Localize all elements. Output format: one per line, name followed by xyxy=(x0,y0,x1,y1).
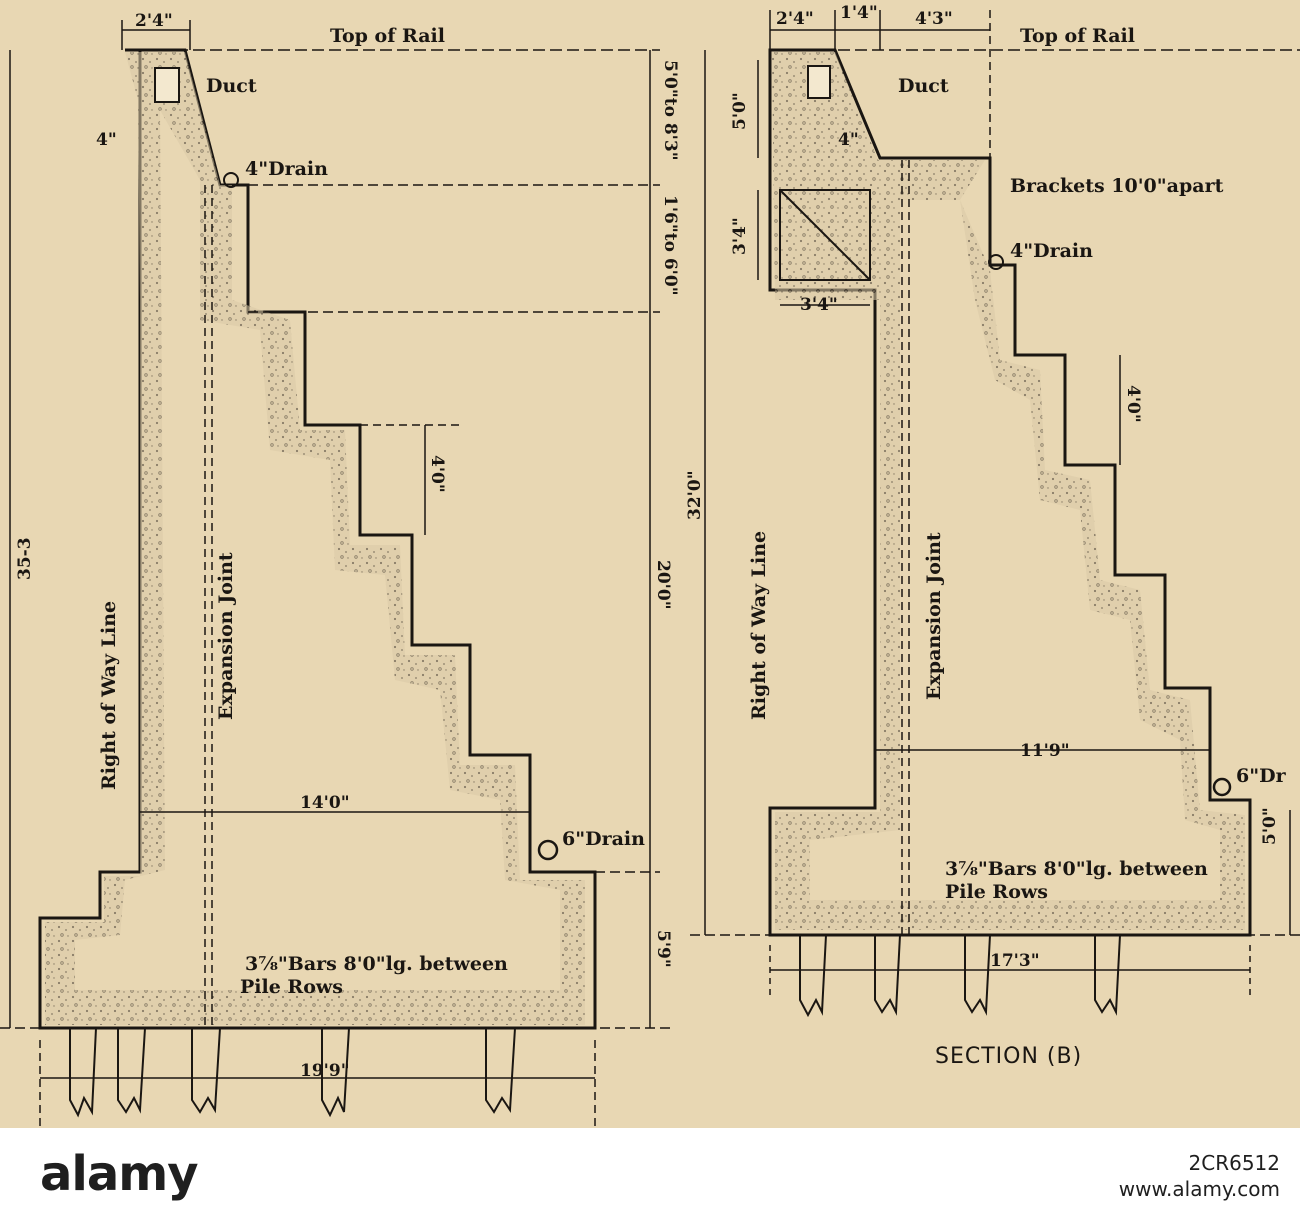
section-b-brackets: Brackets 10'0"apart xyxy=(1010,175,1224,197)
section-b-height-total: 32'0" xyxy=(685,470,705,520)
section-b-drain-small-label: 4"Drain xyxy=(1010,240,1093,262)
section-b-batter: 4" xyxy=(838,130,859,150)
section-a-batter: 4" xyxy=(96,130,117,150)
section-a-duct-label: Duct xyxy=(206,75,257,97)
section-a: 2'4" Top of Rail Duct 4" 4"Drain 5'0"to … xyxy=(0,11,680,1128)
section-b-duct-label: Duct xyxy=(898,75,949,97)
section-a-duct-box xyxy=(154,67,180,103)
section-b-dim-footing: 5'0" xyxy=(1260,807,1280,845)
section-b-top-width-1: 2'4" xyxy=(776,9,814,29)
watermark-bar xyxy=(0,1128,1300,1219)
section-b-drain-small xyxy=(988,254,1004,270)
section-a-pile-rows: Pile Rows xyxy=(240,976,343,998)
section-a-wall-outline xyxy=(38,48,597,1030)
section-b-piles xyxy=(799,934,1121,1018)
section-a-drain-small-label: 4"Drain xyxy=(245,158,328,180)
section-a-drain-large-label: 6"Drain xyxy=(562,828,645,850)
watermark-info: 2CR6512 www.alamy.com xyxy=(1119,1150,1280,1202)
section-b-right-of-way: Right of Way Line xyxy=(748,531,770,720)
section-a-dim-mid: 1'6"to 6'0" xyxy=(660,195,680,296)
section-a-dim-lower: 20'0" xyxy=(653,560,673,610)
retaining-wall-sections-drawing: 2'4" Top of Rail Duct 4" 4"Drain 5'0"to … xyxy=(0,3,1300,1128)
section-a-top-of-rail: Top of Rail xyxy=(330,25,445,47)
section-a-drain-large xyxy=(537,839,559,861)
section-b-top-width-3: 4'3" xyxy=(915,9,953,29)
section-a-dim-footing: 5'9" xyxy=(653,930,673,968)
section-b-wall-outline xyxy=(768,48,1252,937)
section-a-dim-step: 4'0" xyxy=(427,455,447,493)
section-b-bracket-h: 3'4" xyxy=(730,217,750,255)
section-a-expansion-joint: Expansion Joint xyxy=(215,552,237,720)
section-a-core xyxy=(75,110,560,990)
section-a-dimensions xyxy=(0,20,675,1128)
section-a-height-total: 35-3 xyxy=(15,537,35,580)
section-b-bars: 3⅞"Bars 8'0"lg. between xyxy=(945,858,1208,880)
section-b-drain-large-label: 6"Dr xyxy=(1236,765,1287,787)
section-a-bars: 3⅞"Bars 8'0"lg. between xyxy=(245,953,508,975)
section-b-drain-large xyxy=(1212,777,1232,797)
section-b-dim-5: 5'0" xyxy=(730,92,750,130)
image-id: 2CR6512 xyxy=(1188,1151,1280,1175)
alamy-logo: alamy xyxy=(40,1146,199,1202)
section-b: 2'4" 1'4" 4'3" Top of Rail Duct 5'0" 4" … xyxy=(685,3,1300,1069)
watermark-url: www.alamy.com xyxy=(1118,1177,1280,1201)
section-b-dim-step: 4'0" xyxy=(1123,385,1143,423)
section-b-bracket-w: 3'4" xyxy=(800,295,838,315)
section-a-piles xyxy=(69,1027,516,1118)
section-b-duct-box xyxy=(807,65,831,99)
section-b-core xyxy=(810,200,1220,900)
section-b-width-mid: 11'9" xyxy=(1020,741,1070,761)
section-b-bracket xyxy=(779,189,871,281)
section-b-base-width: 17'3" xyxy=(990,951,1040,971)
section-b-title: SECTION (B) xyxy=(935,1044,1082,1069)
section-a-top-width: 2'4" xyxy=(135,11,173,31)
section-a-right-of-way: Right of Way Line xyxy=(98,601,120,790)
section-b-top-width-2: 1'4" xyxy=(840,3,878,23)
section-b-pile-rows: Pile Rows xyxy=(945,881,1048,903)
section-a-base-width: 19'9" xyxy=(300,1061,350,1081)
section-a-width-mid: 14'0" xyxy=(300,793,350,813)
section-b-dimensions xyxy=(690,10,1300,1000)
section-b-top-of-rail: Top of Rail xyxy=(1020,25,1135,47)
section-a-drain-small xyxy=(223,172,239,188)
section-b-expansion-joint: Expansion Joint xyxy=(923,532,945,700)
section-a-dim-upper: 5'0"to 8'3" xyxy=(660,60,680,161)
